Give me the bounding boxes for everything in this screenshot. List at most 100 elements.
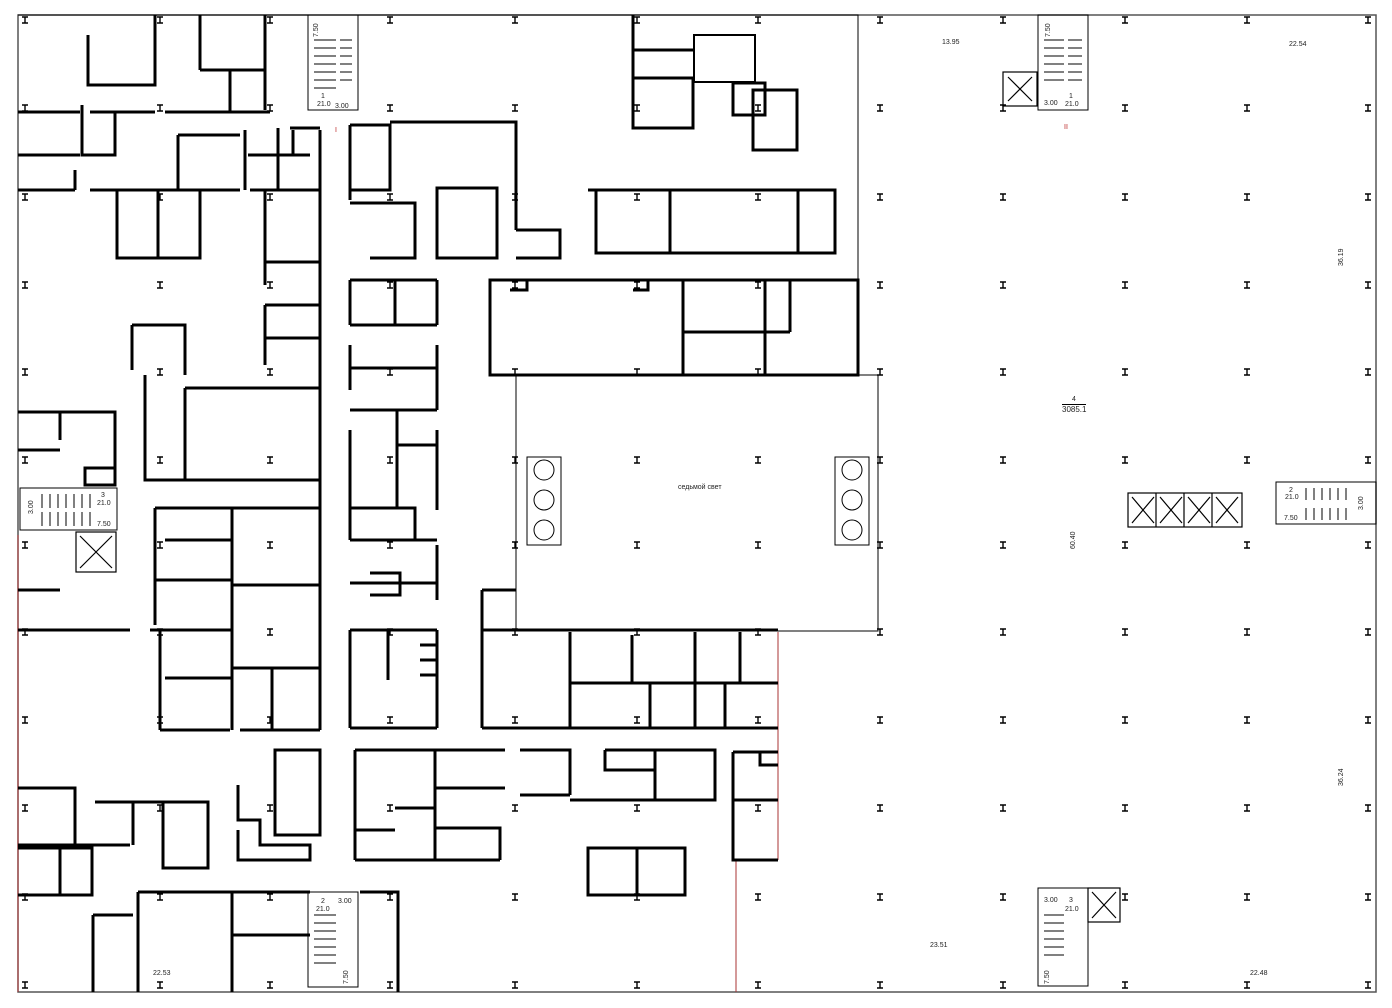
- column-marker: [1365, 981, 1371, 989]
- column-marker: [512, 16, 518, 24]
- column-marker: [267, 804, 273, 812]
- column-marker: [1244, 981, 1250, 989]
- column-marker: [1000, 893, 1006, 901]
- column-marker: [755, 804, 761, 812]
- stair-6-length: 7.50: [1044, 970, 1051, 984]
- stair-1-width: 21.0: [317, 101, 331, 108]
- column-marker: [1000, 104, 1006, 112]
- column-marker: [1122, 981, 1128, 989]
- atrium-outline: [515, 374, 879, 632]
- column-marker: [387, 981, 393, 989]
- column-marker: [877, 16, 883, 24]
- column-marker: [22, 628, 28, 636]
- column-marker: [512, 628, 518, 636]
- column-marker: [22, 281, 28, 289]
- column-marker: [267, 193, 273, 201]
- column-marker: [634, 804, 640, 812]
- column-marker: [157, 541, 163, 549]
- walls: [18, 15, 860, 992]
- column-marker: [1122, 281, 1128, 289]
- column-marker: [1365, 16, 1371, 24]
- stair-3-number: 3: [101, 492, 105, 499]
- column-marker: [634, 281, 640, 289]
- column-marker: [1122, 893, 1128, 901]
- column-marker: [387, 804, 393, 812]
- column-marker: [157, 104, 163, 112]
- escalators: [526, 456, 870, 546]
- column-marker: [755, 281, 761, 289]
- column-marker: [387, 16, 393, 24]
- column-marker: [634, 893, 640, 901]
- stair-6-width: 21.0: [1065, 906, 1079, 913]
- column-marker: [22, 16, 28, 24]
- column-marker: [387, 193, 393, 201]
- column-marker: [1244, 716, 1250, 724]
- column-marker: [512, 456, 518, 464]
- column-marker: [1122, 628, 1128, 636]
- stair-5-number: 2: [321, 898, 325, 905]
- column-marker: [387, 281, 393, 289]
- area-center-vertical: 60.40: [1070, 531, 1077, 549]
- column-marker: [877, 193, 883, 201]
- column-marker: [1122, 16, 1128, 24]
- column-marker: [1365, 193, 1371, 201]
- area-south-right: 22.48: [1250, 970, 1268, 977]
- column-marker: [22, 893, 28, 901]
- stair-1-length: 7.50: [313, 23, 320, 37]
- stairwells: [19, 14, 1377, 988]
- column-marker: [877, 628, 883, 636]
- column-marker: [1000, 804, 1006, 812]
- column-marker: [512, 541, 518, 549]
- column-marker: [755, 16, 761, 24]
- column-marker: [877, 368, 883, 376]
- stair-5-depth: 3.00: [338, 898, 352, 905]
- column-marker: [1365, 368, 1371, 376]
- stair-6-number: 3: [1069, 897, 1073, 904]
- column-marker: [387, 541, 393, 549]
- column-marker: [1000, 193, 1006, 201]
- column-marker: [512, 104, 518, 112]
- column-marker: [387, 368, 393, 376]
- stair-2-length: 7.50: [1045, 23, 1052, 37]
- stair-4-length: 7.50: [1284, 515, 1298, 522]
- column-marker: [1244, 193, 1250, 201]
- column-marker: [1000, 628, 1006, 636]
- column-marker: [1000, 456, 1006, 464]
- column-marker: [22, 804, 28, 812]
- column-marker: [267, 16, 273, 24]
- area-east-upper: 36.19: [1338, 248, 1345, 266]
- column-marker: [634, 368, 640, 376]
- column-marker: [22, 716, 28, 724]
- column-marker: [755, 981, 761, 989]
- column-marker: [1122, 193, 1128, 201]
- column-marker: [267, 456, 273, 464]
- premise-number: 4: [1072, 396, 1076, 403]
- column-marker: [634, 16, 640, 24]
- column-marker: [1244, 368, 1250, 376]
- stair-4-width: 21.0: [1285, 494, 1299, 501]
- column-marker: [877, 716, 883, 724]
- column-marker: [1365, 716, 1371, 724]
- left-wing-boundary: [18, 14, 859, 375]
- column-marker: [755, 456, 761, 464]
- column-marker: [1244, 104, 1250, 112]
- area-northeast: 22.54: [1289, 41, 1307, 48]
- column-marker: [1244, 893, 1250, 901]
- column-marker: [1244, 16, 1250, 24]
- column-marker: [877, 281, 883, 289]
- column-marker: [755, 893, 761, 901]
- column-marker: [1244, 628, 1250, 636]
- column-marker: [877, 104, 883, 112]
- column-marker: [1000, 281, 1006, 289]
- column-marker: [1122, 104, 1128, 112]
- column-grid: [22, 16, 1371, 989]
- stair-2-number: 1: [1069, 93, 1073, 100]
- column-marker: [157, 456, 163, 464]
- column-marker: [634, 628, 640, 636]
- column-marker: [267, 716, 273, 724]
- column-marker: [755, 716, 761, 724]
- stair-4-number: 2: [1289, 487, 1293, 494]
- column-marker: [634, 541, 640, 549]
- column-marker: [22, 104, 28, 112]
- column-marker: [1000, 716, 1006, 724]
